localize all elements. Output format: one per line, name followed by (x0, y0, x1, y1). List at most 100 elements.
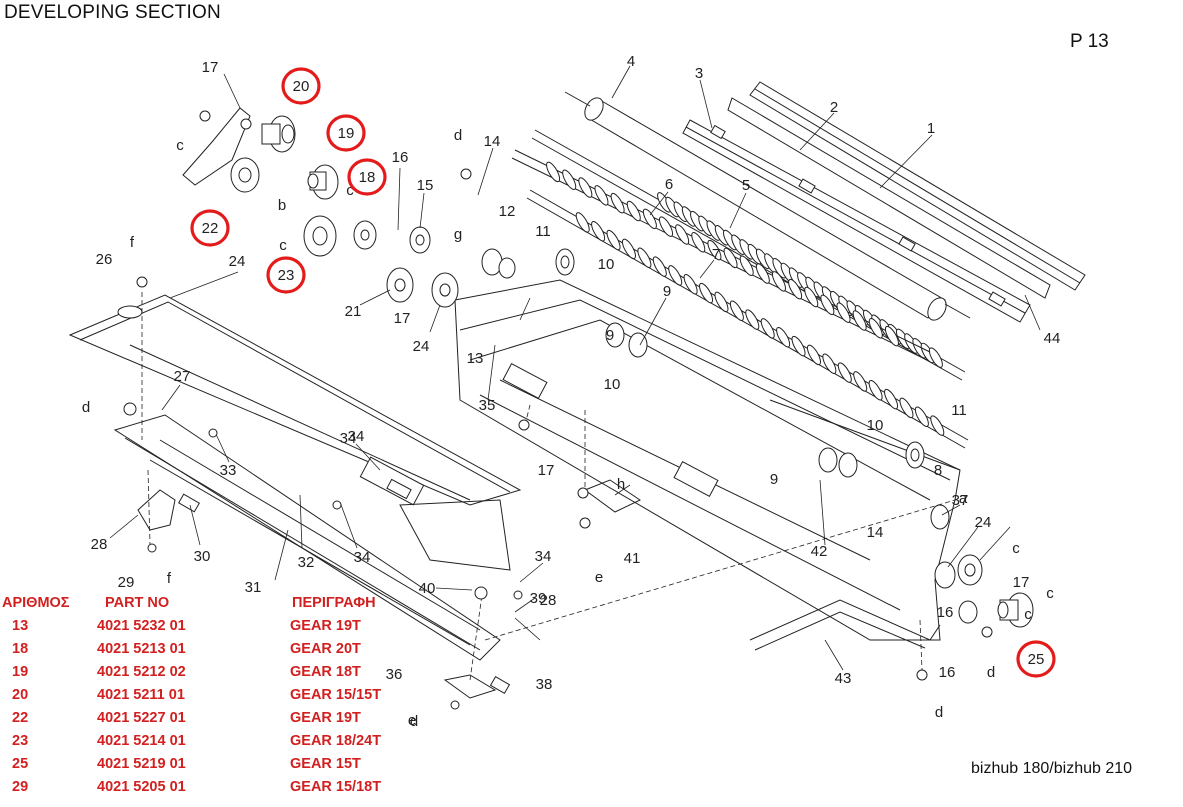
row-number: 29 (12, 779, 29, 795)
screws (123, 110, 993, 710)
assembly-29 (137, 489, 200, 531)
callout-label: e (595, 569, 603, 586)
model-name: bizhub 180/bizhub 210 (971, 760, 1133, 777)
callout-label: f (167, 570, 172, 587)
auger-flight (788, 278, 803, 300)
auger-flight (884, 325, 899, 347)
callout-label: 34 (354, 549, 371, 566)
callout-label: 17 (538, 462, 555, 479)
row-number: 23 (12, 733, 29, 749)
auger-flight (578, 177, 593, 198)
magnet-roller-4 (564, 91, 971, 321)
callout-label: 37 (952, 492, 969, 509)
callout-label: 10 (598, 256, 615, 273)
callout-label: 24 (229, 253, 246, 270)
callout-label: 16 (937, 604, 954, 621)
callout-label: 6 (665, 176, 673, 193)
auger-flight (930, 415, 945, 436)
callout-label: 14 (867, 524, 884, 541)
auger-flight (637, 247, 652, 268)
table-row: 25 4021 5219 01 GEAR 15T (0, 756, 420, 779)
gear-20 (261, 115, 296, 153)
callout-label: 34 (340, 430, 357, 447)
auger-flight (820, 294, 835, 316)
callout-label: e (408, 712, 416, 729)
row-part-no: 4021 5232 01 (97, 618, 186, 634)
callout-label: 34 (348, 428, 365, 445)
auger-flight (806, 344, 821, 366)
highlighted-callout-label: 22 (202, 220, 219, 237)
callout-label: c (1024, 606, 1032, 623)
table-row: 20 4021 5211 01 GEAR 15/15T (0, 687, 420, 710)
row-description: GEAR 15/18T (290, 779, 382, 795)
callout-label: 38 (536, 676, 553, 693)
callout-label: c (1012, 540, 1020, 557)
row-part-no: 4021 5219 01 (97, 756, 186, 772)
auger-flight (610, 192, 625, 214)
row-number: 19 (12, 664, 29, 680)
callout-label: 7 (712, 246, 720, 263)
auger-flight (822, 353, 837, 374)
page-number: P 13 (1070, 31, 1109, 52)
bearing-24a (386, 267, 414, 303)
row-description: GEAR 15/15T (290, 687, 382, 703)
auger-flight (745, 309, 760, 330)
auger-flight (652, 256, 667, 277)
auger-flight (642, 208, 657, 230)
highlighted-callout-label: 18 (359, 169, 376, 186)
auger-flight (714, 291, 729, 313)
callout-label: c (176, 137, 184, 154)
callout-label: 3 (695, 65, 703, 82)
callout-label: 36 (386, 666, 403, 683)
auger-flight (562, 169, 577, 190)
callout-label: 29 (118, 574, 135, 591)
callout-label: c (1046, 585, 1054, 602)
callout-label: 42 (811, 543, 828, 560)
auger-flight (914, 406, 929, 427)
bracket-37 (443, 674, 511, 699)
highlight-ring (266, 256, 306, 294)
callout-label: c (279, 237, 287, 254)
auger-flight (626, 200, 641, 222)
callout-label: 43 (835, 670, 852, 687)
seals-10-9 (605, 322, 858, 478)
gear-16 (409, 226, 431, 254)
header-part-no: PART NO (105, 595, 170, 611)
callout-label: 21 (345, 303, 362, 320)
gear-22 (230, 157, 260, 193)
auger-flight (837, 362, 852, 383)
callout-label: 24 (413, 338, 430, 355)
auger-6 (511, 149, 931, 361)
gear-16d (958, 600, 978, 624)
auger-flight (591, 221, 606, 242)
blade-1 (749, 81, 1086, 291)
callout-label: 30 (194, 548, 211, 565)
callout-label: b (278, 197, 286, 214)
callout-label: 41 (624, 550, 641, 567)
auger-flight (804, 286, 819, 308)
callout-label: f (130, 234, 135, 251)
row-description: GEAR 20T (290, 641, 361, 657)
row-number: 13 (12, 618, 29, 634)
callout-label: 1 (927, 120, 935, 137)
callout-label: 17 (1013, 574, 1030, 591)
gear-25 (997, 592, 1034, 628)
row-description: GEAR 18/24T (290, 733, 382, 749)
cover-26 (68, 294, 522, 571)
callout-label: 9 (606, 327, 614, 344)
callout-label: 15 (417, 177, 434, 194)
bearing-11-right (905, 441, 925, 469)
highlighted-callout-label: 25 (1028, 651, 1045, 668)
auger-flight (621, 238, 636, 260)
callout-label: 34 (535, 548, 552, 565)
callout-label: a (959, 490, 968, 507)
row-part-no: 4021 5205 01 (97, 779, 186, 795)
bar-2 (727, 97, 1051, 299)
table-row: 23 4021 5214 01 GEAR 18/24T (0, 733, 420, 756)
highlight-ring (281, 67, 321, 105)
bracket-44 (749, 599, 941, 651)
auger-flight (707, 239, 722, 261)
callout-label: 39 (530, 590, 547, 607)
gear-38 (930, 504, 950, 530)
row-part-no: 4021 5212 02 (97, 664, 186, 680)
